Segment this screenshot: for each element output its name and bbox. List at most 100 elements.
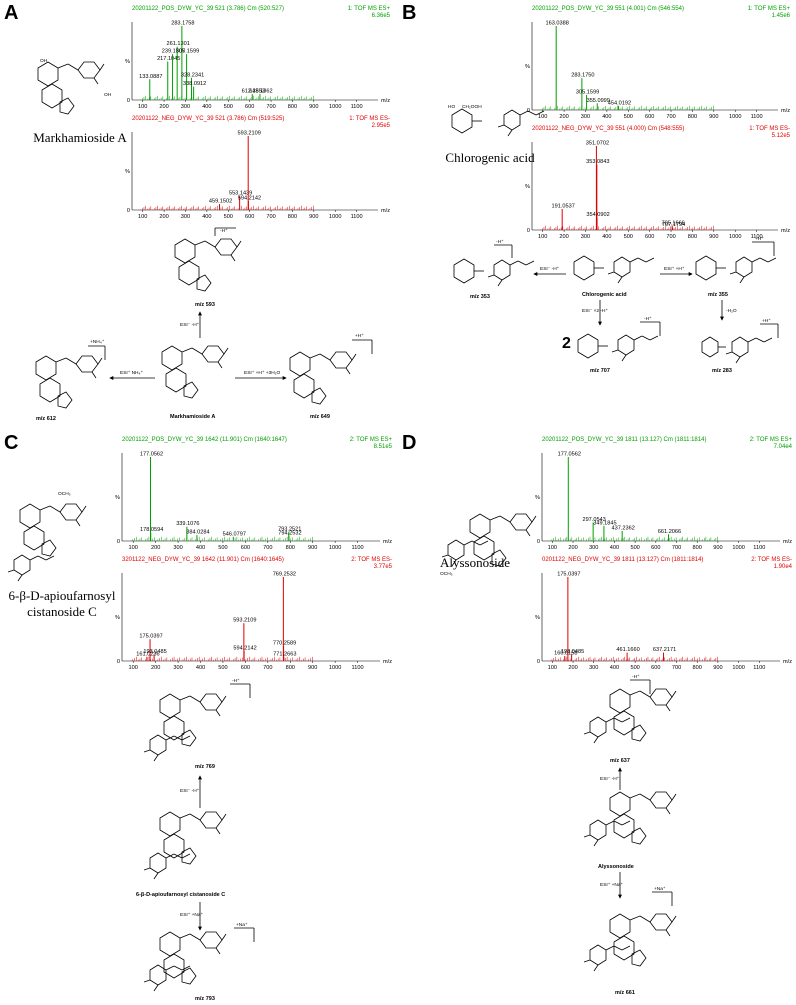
x-tick-label: 200 <box>151 665 160 671</box>
peak-label: 793.2521 <box>278 526 301 532</box>
peak-label: 594.2142 <box>233 645 256 651</box>
spectrum-header: 20201122_POS_DYW_YC_39 1642 (11.901) Cm … <box>122 437 287 443</box>
x-tick-label: 500 <box>218 545 227 551</box>
x-tick-label: 500 <box>224 214 233 220</box>
x-tick-label: 900 <box>309 214 318 220</box>
structure-a-612 <box>35 355 103 409</box>
structure-b-353 <box>453 258 535 287</box>
structure-c-793 <box>159 931 227 985</box>
compound-name-b: Chlorogenic acid <box>445 150 535 165</box>
ion-c-top: -H⁺ <box>232 678 240 684</box>
spectrum-header: 20201122_NEG_DYW_YC_39 521 (3.786) Cm (5… <box>132 116 284 122</box>
x-tick-label: 600 <box>245 214 254 220</box>
panel-letter-c: C <box>4 432 19 454</box>
x-tick-label: 900 <box>309 104 318 110</box>
x-tick-label: 300 <box>589 545 598 551</box>
peak-label: 707.1794 <box>662 222 685 228</box>
peak-label: 163.0388 <box>546 21 569 27</box>
svg-text:CH₂OOH: CH₂OOH <box>462 104 482 110</box>
spectrum-a-pos: 20201122_POS_DYW_YC_39 521 (3.786) Cm (5… <box>120 4 392 117</box>
x-tick-label: 100 <box>129 665 138 671</box>
mz-793-label: m/z 793 <box>195 996 215 1002</box>
arrow-b-right-label: ESI⁺ +H⁺ <box>664 266 685 272</box>
ion-b-bottom: -H⁺ <box>644 316 652 322</box>
peak-label: 553.1439 <box>229 190 252 196</box>
peak-label: 175.0397 <box>557 572 580 578</box>
x-axis-unit: m/z <box>381 208 390 214</box>
panel-letter-b: B <box>402 2 417 24</box>
x-tick-label: 900 <box>709 234 718 240</box>
peak-label: 593.2109 <box>238 131 261 137</box>
panel-letter-d: D <box>402 432 417 454</box>
x-tick-label: 700 <box>672 545 681 551</box>
spectrum-a-neg: 20201122_NEG_DYW_YC_39 521 (3.786) Cm (5… <box>120 114 392 227</box>
arrow-a-up-label: ESI⁻ -H⁺ <box>180 322 200 328</box>
structure-b-center <box>573 255 655 284</box>
x-tick-label: 300 <box>173 665 182 671</box>
ion-c-bottom: +Na⁺ <box>236 922 248 928</box>
ion-b-right: +H⁺ <box>755 236 764 242</box>
ion-a-left: +NH₄⁺ <box>90 339 105 345</box>
x-tick-label: 600 <box>645 234 654 240</box>
y-axis-zero: 0 <box>117 539 120 545</box>
x-axis-unit: m/z <box>781 108 790 114</box>
y-axis-percent: % <box>525 184 530 190</box>
x-tick-label: 100 <box>138 104 147 110</box>
y-axis-zero: 0 <box>127 208 130 214</box>
spectrum-c-neg: 3201122_NEG_DYW_YC_39 1642 (11.901) Cm (… <box>110 555 394 678</box>
x-tick-label: 1100 <box>352 545 364 551</box>
y-axis-percent: % <box>125 59 130 65</box>
x-axis-unit: m/z <box>381 98 390 104</box>
y-axis-zero: 0 <box>537 539 540 545</box>
x-tick-label: 700 <box>672 665 681 671</box>
x-tick-label: 400 <box>196 665 205 671</box>
arrow-d-up-label: ESI⁻ -H⁺ <box>600 776 620 782</box>
spectrum-header: 20201122_POS_DYW_YC_39 521 (3.786) Cm (5… <box>132 6 284 12</box>
peak-label: 177.0562 <box>140 452 163 458</box>
peak-label: 338.0912 <box>183 81 206 87</box>
spectrum-d-pos: 20201122_POS_DYW_YC_39 1811 (13.127) Cm … <box>530 435 794 558</box>
x-tick-label: 1000 <box>729 234 741 240</box>
peak-label: 283.1750 <box>571 73 594 79</box>
x-tick-label: 1000 <box>329 545 341 551</box>
x-tick-label: 200 <box>559 234 568 240</box>
ion-d-bottom: +Na⁺ <box>654 886 666 892</box>
x-tick-label: 400 <box>602 114 611 120</box>
scheme-center-b: Chlorogenic acid <box>582 292 627 298</box>
x-tick-label: 800 <box>688 234 697 240</box>
spectrum-mode: 1: TOF MS ES+ <box>348 6 391 12</box>
peak-label: 178.0594 <box>140 527 163 533</box>
structure-d-637 <box>609 688 677 742</box>
x-tick-label: 300 <box>181 214 190 220</box>
mz-283-label: m/z 283 <box>712 368 732 374</box>
peak-label: 705.1666 <box>661 220 684 226</box>
x-tick-label: 300 <box>581 114 590 120</box>
spectrum-mode: 2: TOF MS ES+ <box>350 437 393 443</box>
arrow-b-down-label: ESI⁻ ×2 -H⁺ <box>582 308 608 314</box>
y-axis-percent: % <box>115 495 120 501</box>
spectrum-intensity: 5.12e5 <box>772 133 791 139</box>
compound-name-c: 6-β-D-apioufarnosyl cistanoside C <box>8 588 116 619</box>
y-axis-percent: % <box>535 615 540 621</box>
mz-707-label: m/z 707 <box>590 368 610 374</box>
y-axis-percent: % <box>525 64 530 70</box>
peak-label: 297.0543 <box>582 517 605 523</box>
peak-label: 355.0999 <box>587 98 610 104</box>
x-tick-label: 1000 <box>329 665 341 671</box>
x-tick-label: 700 <box>266 214 275 220</box>
peak-label: 593.2109 <box>233 618 256 624</box>
structure-a-593 <box>174 238 242 292</box>
x-tick-label: 1100 <box>352 665 364 671</box>
x-tick-label: 500 <box>630 665 639 671</box>
spectrum-mode: 2: TOF MS ES- <box>751 557 792 563</box>
arrow-a-left-label: ESI⁺ NH₄⁺ <box>120 370 143 376</box>
dimer-coefficient: 2 <box>562 335 571 352</box>
peak-label: 339.1076 <box>176 521 199 527</box>
structure-d-main <box>469 513 537 567</box>
mz-355-label: m/z 355 <box>708 292 728 298</box>
x-tick-label: 1000 <box>329 214 341 220</box>
svg-text:OCH₃: OCH₃ <box>58 491 71 497</box>
x-tick-label: 300 <box>181 104 190 110</box>
peak-label: 191.0537 <box>552 204 575 210</box>
